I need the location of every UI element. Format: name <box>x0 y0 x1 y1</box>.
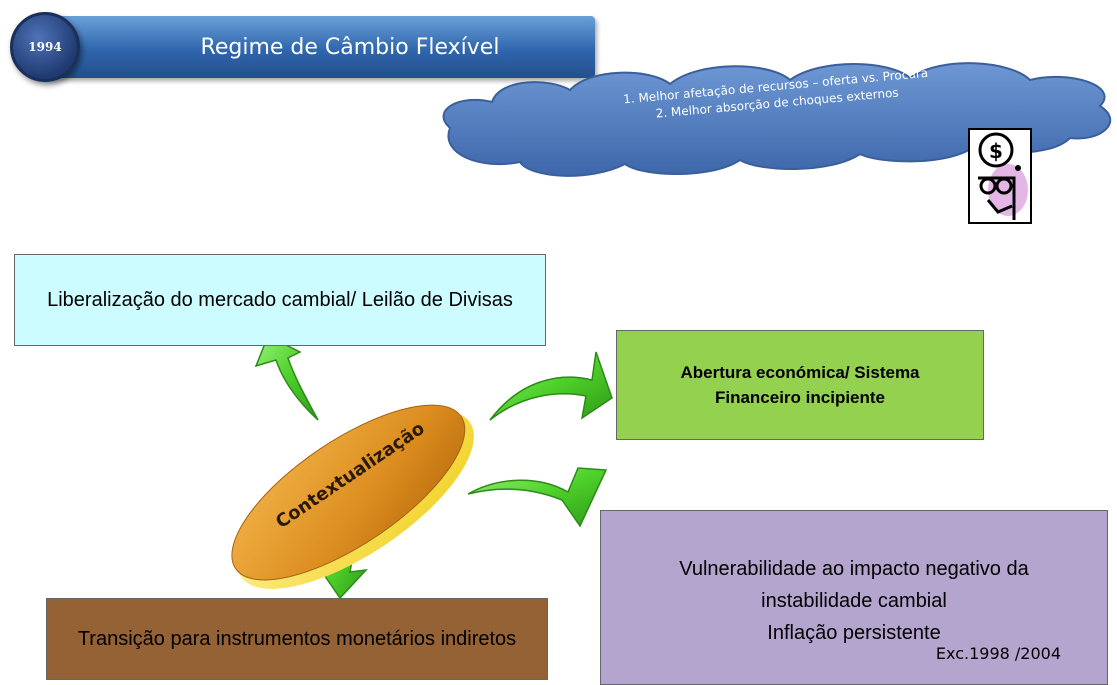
page-title: Regime de Câmbio Flexível <box>200 34 500 60</box>
box-abertura: Abertura económica/ Sistema Financeiro i… <box>616 330 984 440</box>
year-badge: 1994 <box>10 12 80 82</box>
vuln-line-1: Vulnerabilidade ao impacto negativo da <box>679 557 1029 580</box>
vuln-line-3: Inflação persistente <box>767 621 941 644</box>
box-transicao: Transição para instrumentos monetários i… <box>46 598 548 680</box>
box-vulnerabilidade: Vulnerabilidade ao impacto negativo da i… <box>600 510 1108 685</box>
cloud-callout <box>442 62 1112 177</box>
header-banner <box>40 16 595 78</box>
center-disc <box>231 404 474 589</box>
svg-text:$: $ <box>989 139 1003 163</box>
vuln-note: Exc.1998 /2004 <box>935 644 1061 663</box>
money-thinking-person-icon: $ <box>968 128 1032 224</box>
curved-arrow-icon <box>489 351 613 421</box>
vuln-line-2: instabilidade cambial <box>761 589 947 612</box>
box-liberalizacao: Liberalização do mercado cambial/ Leilão… <box>14 254 546 346</box>
